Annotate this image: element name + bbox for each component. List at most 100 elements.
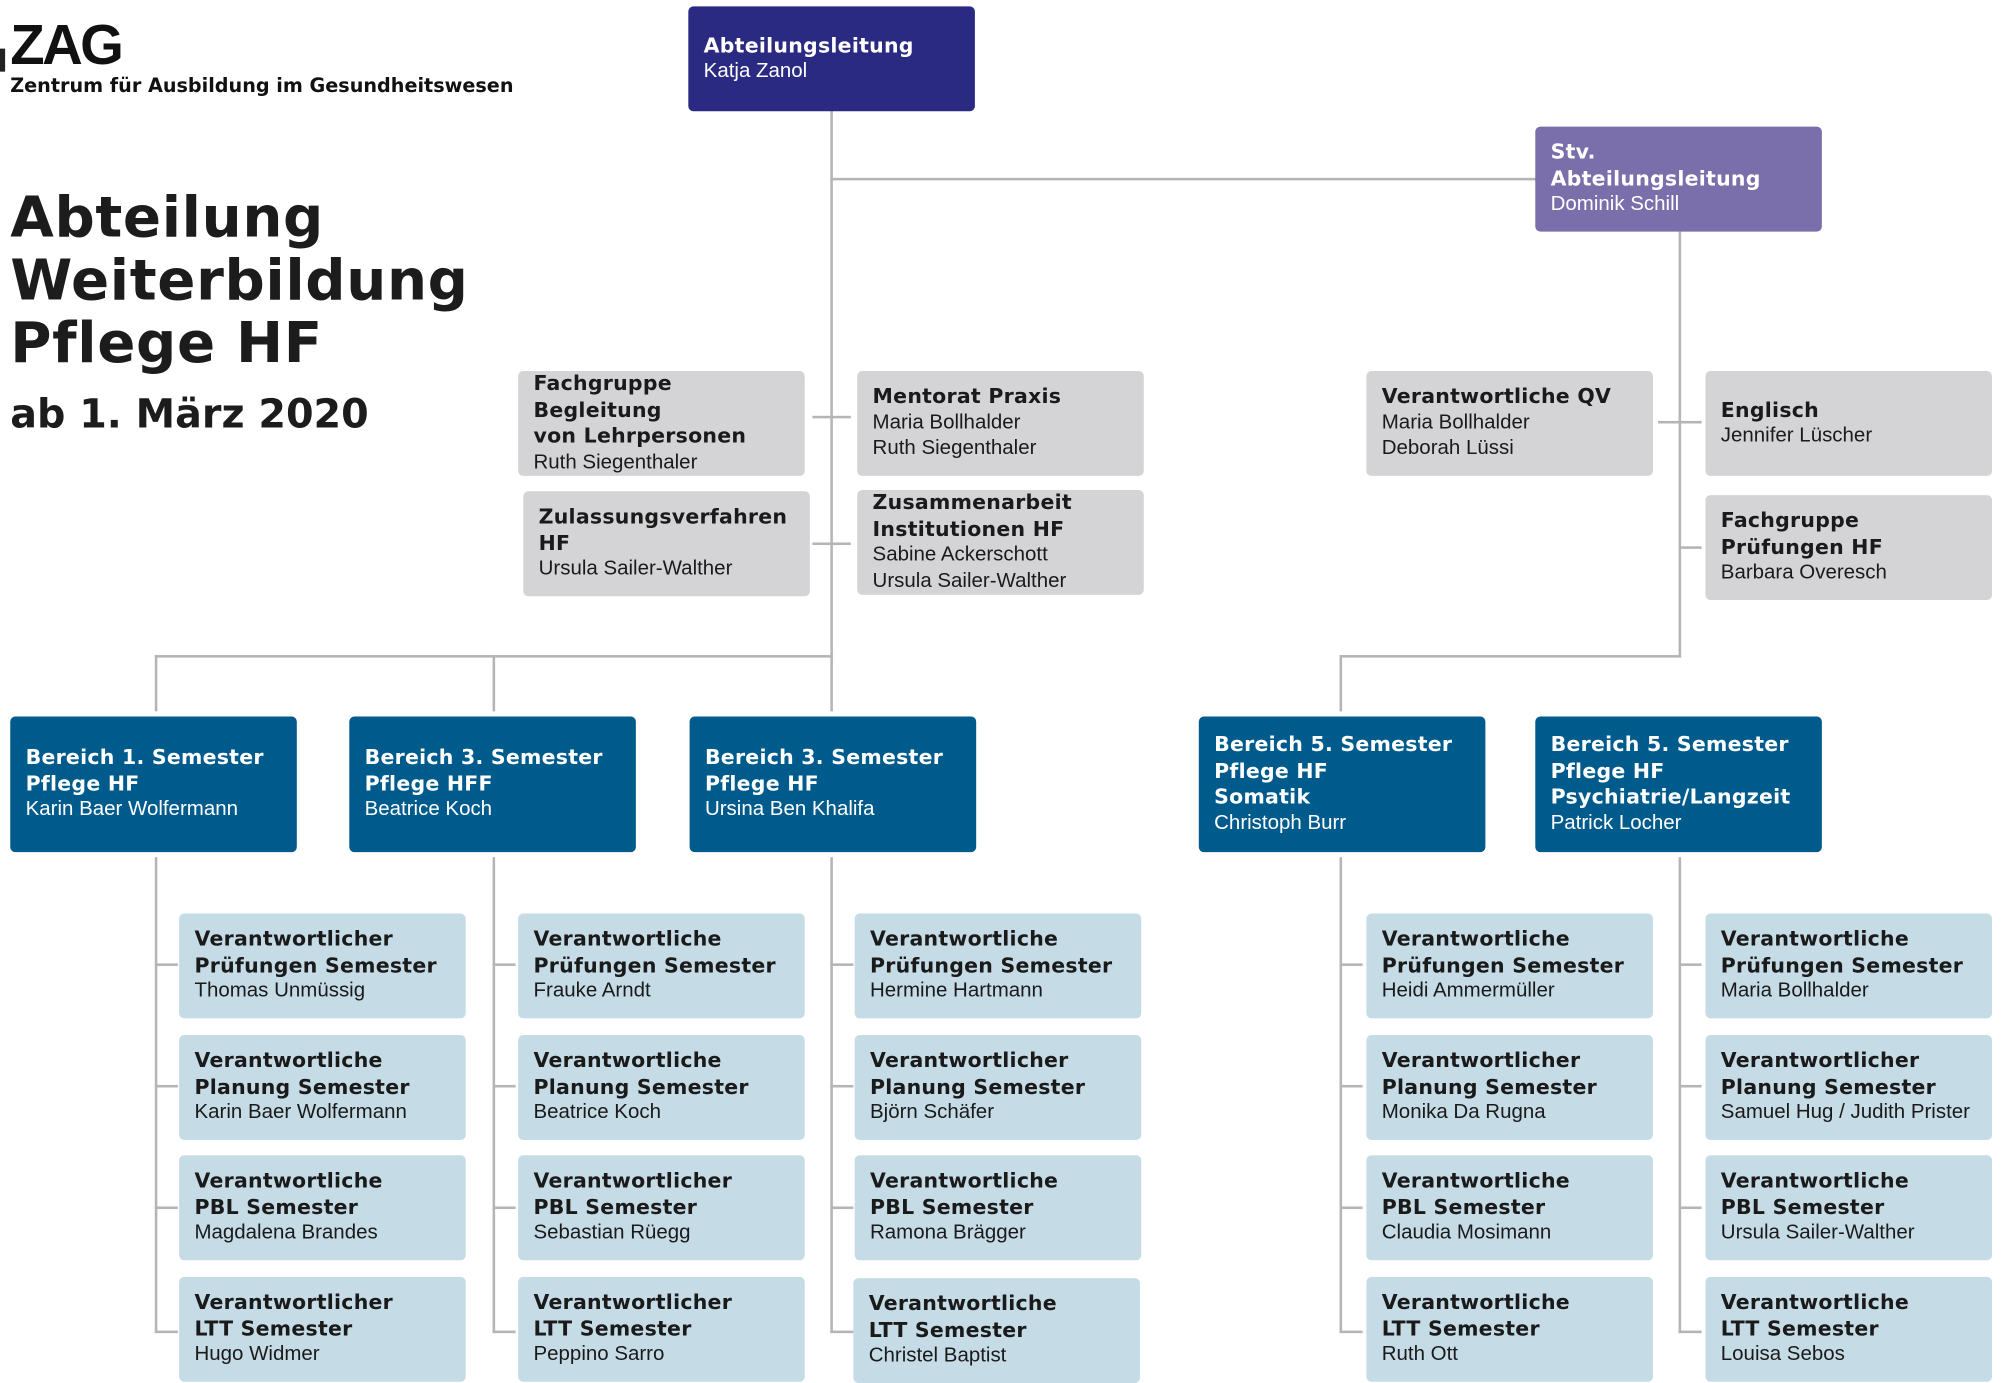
area-box: Bereich 5. Semester Pflege HF Psychiatri… — [1535, 716, 1822, 853]
box-title: Verantwortliche Prüfungen Semester — [1720, 926, 1964, 978]
box-person: Samuel Hug / Judith Prister — [1720, 1101, 1970, 1124]
role-box: Verantwortlicher Planung Semester Samuel… — [1705, 1035, 1993, 1140]
role-box: Verantwortliche Prüfungen Semester Heidi… — [1366, 913, 1653, 1019]
connector — [830, 1206, 854, 1210]
page-title: Abteilung Weiterbildung Pflege HF — [10, 185, 469, 377]
box-person: Karin Baer Wolfermann — [25, 798, 238, 821]
box-person: Barbara Overesch — [1720, 561, 1887, 584]
box-title: Bereich 3. Semester Pflege HFF — [364, 744, 603, 796]
connector — [830, 110, 833, 712]
connector — [154, 655, 158, 712]
box-person: Maria Bollhalder Deborah Lüssi — [1381, 411, 1530, 460]
box-person: Magdalena Brandes — [194, 1222, 378, 1244]
box-title: Bereich 3. Semester Pflege HF — [704, 744, 944, 796]
area-box: Bereich 3. Semester Pflege HF Ursina Ben… — [689, 716, 977, 853]
box-title: Verantwortliche Prüfungen Semester — [1381, 926, 1625, 978]
connector — [1678, 1330, 1702, 1334]
staff-box: Zusammenarbeit Institutionen HF Sabine A… — [857, 490, 1144, 595]
area-box: Bereich 3. Semester Pflege HFF Beatrice … — [349, 716, 636, 853]
box-title: Verantwortliche PBL Semester — [1381, 1168, 1570, 1219]
connector — [154, 1330, 178, 1334]
box-title: Verantwortliche Planung Semester — [533, 1048, 749, 1099]
box-title: Mentorat Praxis — [872, 384, 1062, 409]
role-box: Verantwortliche PBL Semester Ursula Sail… — [1705, 1155, 1993, 1261]
role-box: Verantwortliche PBL Semester Ramona Bräg… — [854, 1155, 1142, 1261]
role-box: Verantwortliche PBL Semester Claudia Mos… — [1366, 1155, 1653, 1261]
role-box: Verantwortliche Prüfungen Semester Hermi… — [854, 913, 1142, 1019]
role-box: Verantwortlicher PBL Semester Sebastian … — [518, 1155, 805, 1261]
page-date: ab 1. März 2020 — [10, 391, 369, 438]
box-title: Verantwortliche LTT Semester — [1720, 1289, 1909, 1341]
leadership-box: Abteilungsleitung Katja Zanol — [688, 6, 975, 112]
connector — [812, 415, 851, 419]
box-title: Fachgruppe Prüfungen HF — [1720, 508, 1883, 559]
box-person: Jennifer Lüscher — [1720, 424, 1873, 447]
box-person: Björn Schäfer — [869, 1101, 995, 1124]
box-title: Verantwortliche LTT Semester — [868, 1291, 1057, 1342]
box-person: Beatrice Koch — [364, 798, 493, 821]
box-title: Verantwortliche Prüfungen Semester — [869, 926, 1113, 978]
box-title: Stv. Abteilungsleitung — [1550, 139, 1761, 191]
staff-box: Zulassungsverfahren HF Ursula Sailer-Wal… — [523, 491, 810, 597]
role-box: Verantwortlicher Planung Semester Björn … — [854, 1035, 1142, 1140]
connector — [1339, 1206, 1363, 1210]
deputy-box: Stv. Abteilungsleitung Dominik Schill — [1535, 126, 1822, 232]
box-person: Katja Zanol — [703, 60, 808, 82]
connector — [830, 1330, 854, 1334]
connector — [1339, 1084, 1363, 1088]
box-title: Verantwortlicher Planung Semester — [1381, 1048, 1597, 1099]
connector — [1678, 857, 1682, 1334]
connector — [1339, 1330, 1363, 1334]
connector — [1339, 857, 1343, 1334]
connector — [1678, 1084, 1702, 1088]
box-person: Sebastian Rüegg — [533, 1222, 691, 1244]
connector — [492, 655, 496, 712]
role-box: Verantwortliche Planung Semester Beatric… — [518, 1035, 805, 1140]
role-box: Verantwortlicher Prüfungen Semester Thom… — [179, 913, 466, 1019]
box-person: Louisa Sebos — [1720, 1343, 1845, 1366]
connector — [492, 1206, 516, 1210]
box-title: Verantwortliche QV — [1381, 384, 1612, 409]
staff-box: Englisch Jennifer Lüscher — [1705, 371, 1993, 476]
connector — [830, 1084, 854, 1088]
box-person: Heidi Ammermüller — [1381, 980, 1555, 1003]
connector — [154, 1206, 178, 1210]
box-title: Verantwortliche PBL Semester — [869, 1168, 1059, 1219]
box-person: Maria Bollhalder Ruth Siegenthaler — [872, 411, 1037, 460]
connector — [492, 1084, 516, 1088]
role-box: Verantwortliche Prüfungen Semester Frauk… — [518, 913, 805, 1019]
box-title: Verantwortlicher Prüfungen Semester — [194, 926, 437, 978]
box-person: Monika Da Rugna — [1381, 1101, 1546, 1124]
box-title: Fachgruppe Begleitung von Lehrpersonen — [533, 371, 747, 448]
box-person: Frauke Arndt — [533, 980, 651, 1003]
staff-box: Fachgruppe Begleitung von Lehrpersonen R… — [518, 371, 805, 476]
box-person: Christoph Burr — [1214, 811, 1347, 834]
connector — [1339, 963, 1363, 966]
role-box: Verantwortliche Planung Semester Karin B… — [179, 1035, 466, 1140]
box-title: Bereich 5. Semester Pflege HF Psychiatri… — [1550, 731, 1791, 809]
logo-mark — [0, 48, 6, 72]
box-person: Karin Baer Wolfermann — [194, 1101, 407, 1124]
connector — [1339, 655, 1343, 712]
staff-box: Fachgruppe Prüfungen HF Barbara Overesch — [1705, 495, 1993, 601]
box-title: Bereich 1. Semester Pflege HF — [25, 744, 264, 796]
box-title: Verantwortlicher Planung Semester — [869, 1048, 1086, 1099]
box-person: Maria Bollhalder — [1720, 980, 1869, 1003]
area-box: Bereich 1. Semester Pflege HF Karin Baer… — [10, 716, 297, 853]
connector — [154, 857, 158, 1334]
box-person: Hugo Widmer — [194, 1343, 320, 1366]
role-box: Verantwortliche PBL Semester Magdalena B… — [179, 1155, 466, 1261]
box-person: Ursina Ben Khalifa — [704, 798, 875, 821]
box-title: Verantwortliche Prüfungen Semester — [533, 926, 776, 978]
role-box: Verantwortlicher LTT Semester Peppino Sa… — [518, 1276, 805, 1382]
box-person: Peppino Sarro — [533, 1343, 665, 1366]
box-title: Englisch — [1720, 397, 1819, 422]
box-person: Ruth Ott — [1381, 1343, 1458, 1366]
area-box: Bereich 5. Semester Pflege HF Somatik Ch… — [1198, 716, 1486, 853]
box-title: Verantwortliche Planung Semester — [194, 1048, 410, 1099]
connector — [830, 963, 854, 966]
box-person: Hermine Hartmann — [869, 980, 1043, 1003]
box-person: Ursula Sailer-Walther — [538, 558, 733, 580]
box-title: Bereich 5. Semester Pflege HF Somatik — [1214, 731, 1453, 809]
connector — [1339, 655, 1682, 658]
